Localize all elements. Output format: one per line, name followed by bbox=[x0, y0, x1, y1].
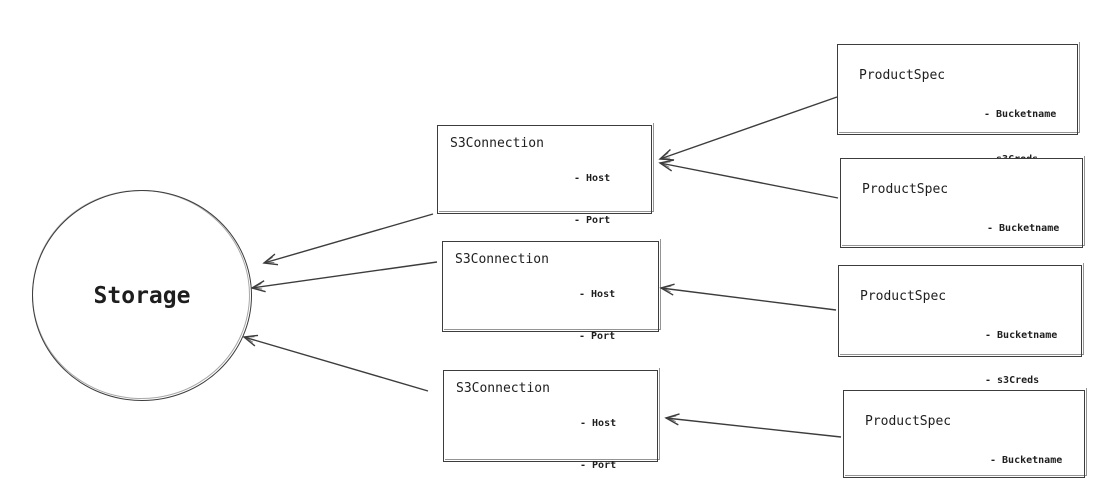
node-title: S3Connection bbox=[455, 252, 549, 267]
edge-product-spec-3-to-s3-connection-2[interactable] bbox=[661, 288, 837, 311]
edge-product-spec-1-to-s3-connection-1[interactable] bbox=[660, 96, 838, 159]
node-attribute: - Host bbox=[574, 173, 611, 184]
node-attribute: - Bucketname bbox=[985, 330, 1058, 341]
edge-s3-connection-1-to-storage[interactable] bbox=[264, 213, 434, 263]
edge-s3-connection-2-to-storage[interactable] bbox=[252, 261, 438, 288]
node-title: ProductSpec bbox=[862, 182, 949, 197]
storage-node[interactable]: Storage bbox=[32, 190, 252, 401]
node-attribute: - Host bbox=[580, 418, 617, 429]
node-attribute: - Bucketname bbox=[990, 455, 1063, 466]
product-spec-4-node[interactable]: ProductSpec - Bucketname - s3Creds bbox=[843, 388, 1087, 478]
s3-connection-1-node[interactable]: S3Connection - Host - Port - TLS bbox=[437, 123, 654, 268]
node-attrs: - Bucketname - s3Creds bbox=[990, 423, 1062, 493]
edge-product-spec-4-to-s3-connection-3[interactable] bbox=[666, 418, 842, 438]
edge-product-spec-2-to-s3-connection-1[interactable] bbox=[660, 163, 839, 199]
storage-node-label: Storage bbox=[93, 282, 191, 309]
edge-s3-connection-3-to-storage[interactable] bbox=[244, 337, 429, 392]
node-title: ProductSpec bbox=[859, 68, 946, 83]
product-spec-2-node[interactable]: ProductSpec - Bucketname - s3Creds bbox=[840, 156, 1085, 279]
s3-connection-3-node[interactable]: S3Connection - Host - Port - TLS bbox=[443, 368, 660, 471]
node-attribute: - Port bbox=[580, 460, 617, 471]
node-attribute: - s3Creds bbox=[985, 375, 1040, 386]
node-attribute: - Bucketname bbox=[987, 223, 1060, 234]
node-title: ProductSpec bbox=[860, 289, 947, 304]
node-attrs: - Bucketname - s3Creds bbox=[985, 298, 1057, 418]
node-title: S3Connection bbox=[450, 136, 544, 151]
product-spec-3-node[interactable]: ProductSpec - Bucketname - s3Creds bbox=[838, 263, 1084, 386]
node-title: ProductSpec bbox=[865, 414, 952, 429]
node-attribute: - Port bbox=[574, 215, 611, 226]
node-attribute: - Bucketname bbox=[984, 109, 1057, 120]
s3-connection-2-node[interactable]: S3Connection - Host - Port - TLS bbox=[442, 239, 661, 384]
node-attribute: - Host bbox=[579, 289, 616, 300]
node-attribute: - Port bbox=[579, 331, 616, 342]
node-title: S3Connection bbox=[456, 381, 550, 396]
product-spec-1-node[interactable]: ProductSpec - Bucketname - s3Creds bbox=[837, 42, 1080, 165]
node-attrs: - Host - Port - TLS bbox=[580, 389, 616, 493]
